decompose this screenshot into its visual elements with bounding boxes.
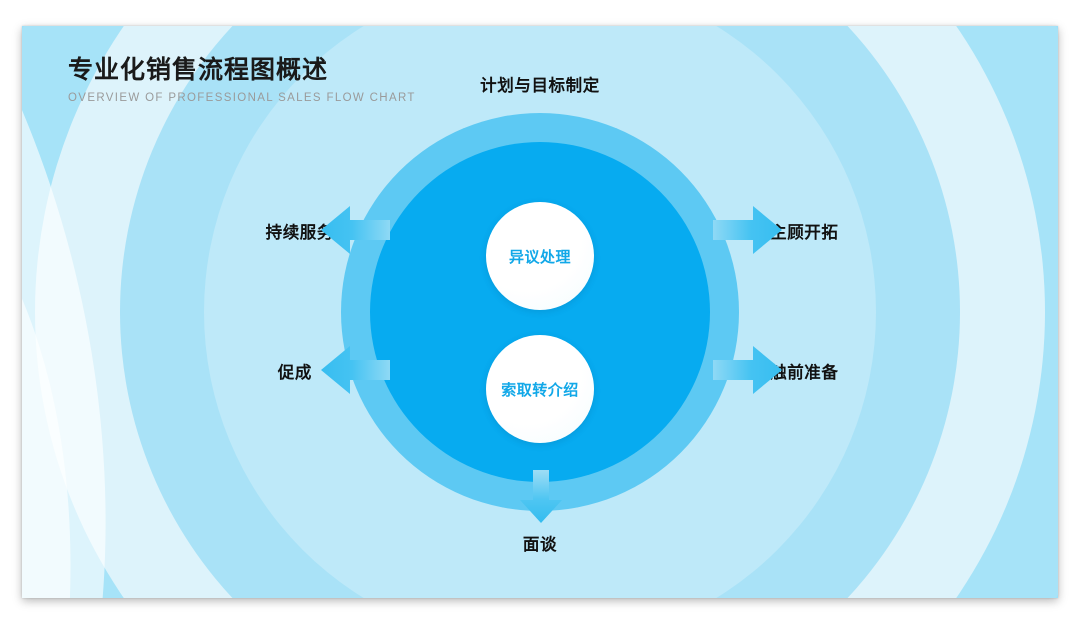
arrow-left-icon xyxy=(321,346,390,394)
center-node-label: 异议处理 xyxy=(508,248,571,266)
step-label-interview[interactable]: 面谈 xyxy=(522,536,558,554)
slide-canvas: 专业化销售流程图概述 OVERVIEW OF PROFESSIONAL SALE… xyxy=(22,26,1058,598)
arrow-right-icon xyxy=(713,206,782,254)
title-block: 专业化销售流程图概述 OVERVIEW OF PROFESSIONAL SALE… xyxy=(68,56,416,104)
step-label-plan-and-goal[interactable]: 计划与目标制定 xyxy=(480,77,600,95)
step-label-continuous-service[interactable]: 持续服务 xyxy=(265,224,334,242)
arrow-left-icon xyxy=(321,206,390,254)
page-title: 专业化销售流程图概述 xyxy=(68,56,329,84)
center-node-ask-for-referral[interactable]: 索取转介绍 xyxy=(486,335,594,443)
page-subtitle: OVERVIEW OF PROFESSIONAL SALES FLOW CHAR… xyxy=(68,91,416,104)
arrow-down-icon xyxy=(520,470,562,523)
arrow-right-icon xyxy=(713,346,782,394)
center-node-objection-handling[interactable]: 异议处理 xyxy=(486,202,594,310)
center-node-label: 索取转介绍 xyxy=(501,381,579,399)
step-label-closing[interactable]: 促成 xyxy=(277,364,312,382)
